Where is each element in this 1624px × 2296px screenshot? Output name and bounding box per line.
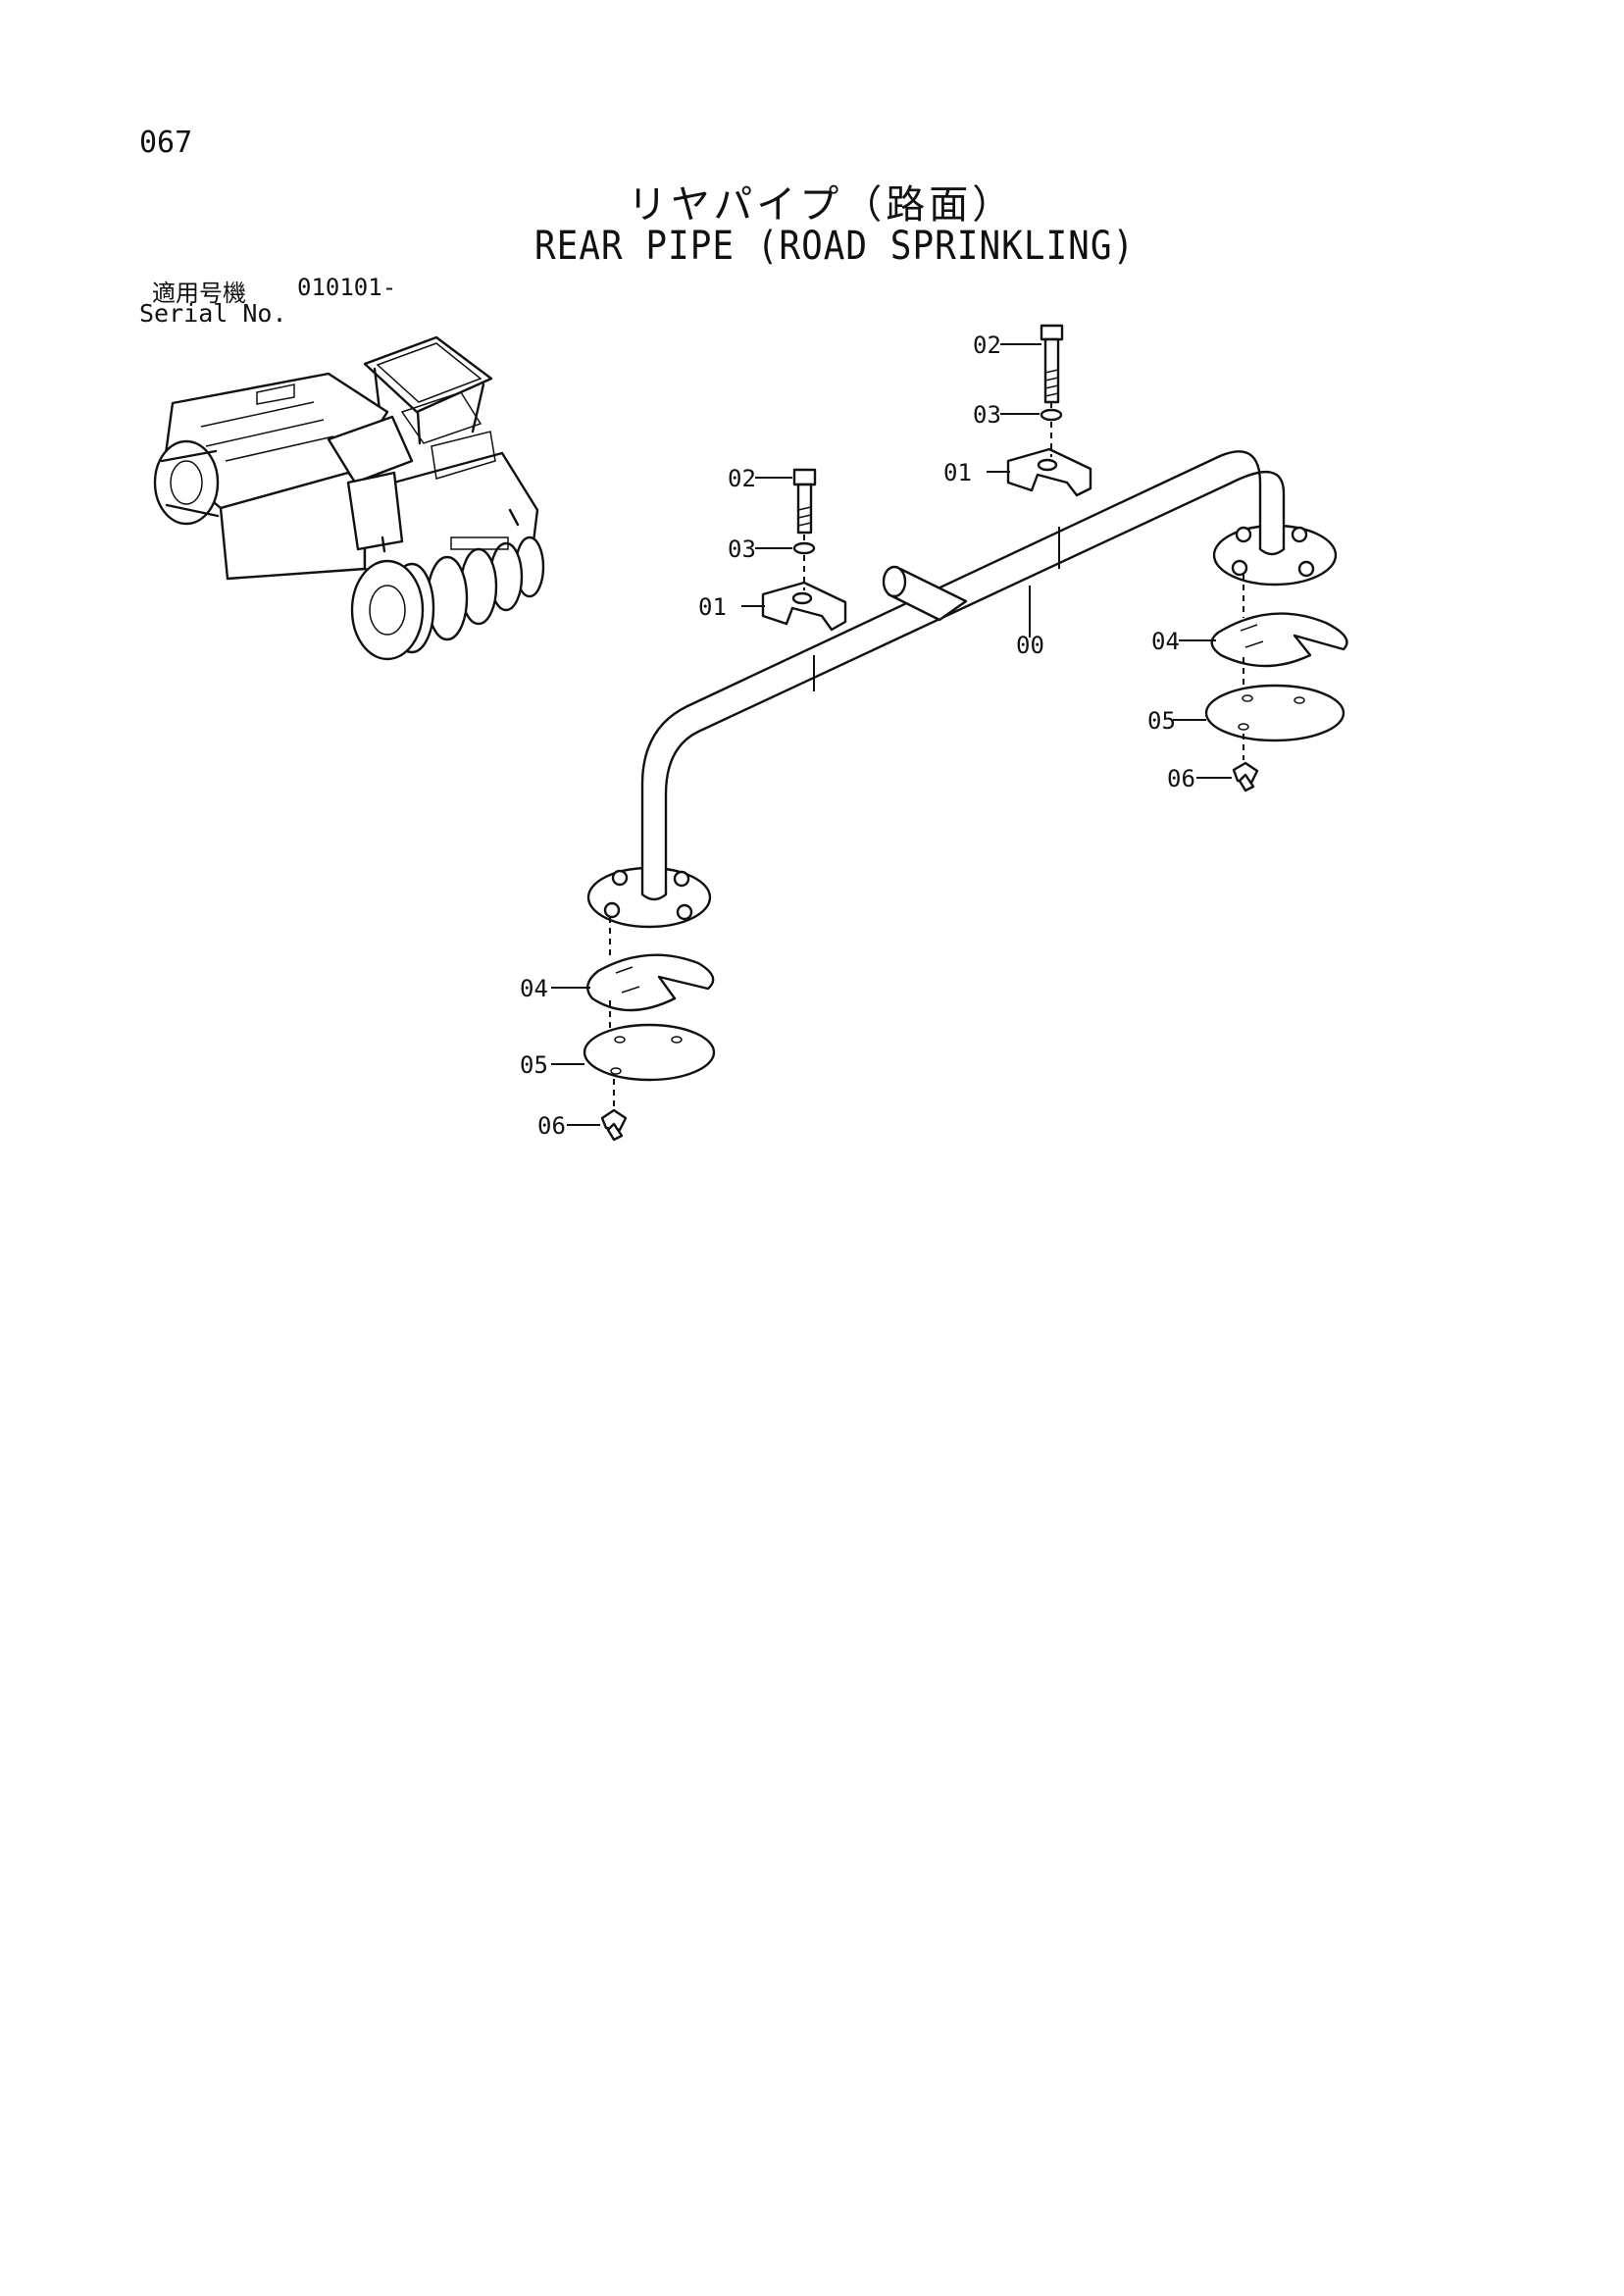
callout-05-left: 05 [520, 1051, 548, 1079]
serial-number-value: 010101- [297, 274, 397, 301]
callout-01-upper: 01 [943, 459, 972, 486]
serial-label-japanese: 適用号機 [152, 280, 246, 307]
callout-03-upper: 03 [973, 401, 1001, 429]
left-clamp-assembly-icon [761, 468, 847, 632]
upper-clamp-assembly-icon [1006, 324, 1092, 497]
machine-illustration-icon [153, 335, 545, 661]
callout-02-left: 02 [728, 465, 756, 492]
callout-05-right: 05 [1147, 707, 1176, 735]
callout-04-left: 04 [520, 975, 548, 1002]
left-plate-stack-icon [583, 917, 716, 1142]
page-number: 067 [139, 126, 193, 160]
serial-label-english: Serial No. [139, 299, 287, 328]
callout-02-upper: 02 [973, 332, 1001, 359]
leader-lines [551, 343, 1232, 1126]
title-english: REAR PIPE (ROAD SPRINKLING) [534, 224, 1136, 269]
callout-03-left: 03 [728, 536, 756, 563]
callout-04-right: 04 [1151, 628, 1180, 655]
right-plate-stack-icon [1204, 574, 1348, 792]
callout-00-pipe: 00 [1016, 632, 1044, 659]
title-japanese: リヤパイプ（路面） [628, 182, 1016, 228]
callout-06-right: 06 [1167, 765, 1195, 792]
callout-06-left: 06 [537, 1112, 566, 1140]
callout-01-left: 01 [698, 593, 727, 621]
rear-pipe-icon [586, 450, 1338, 929]
